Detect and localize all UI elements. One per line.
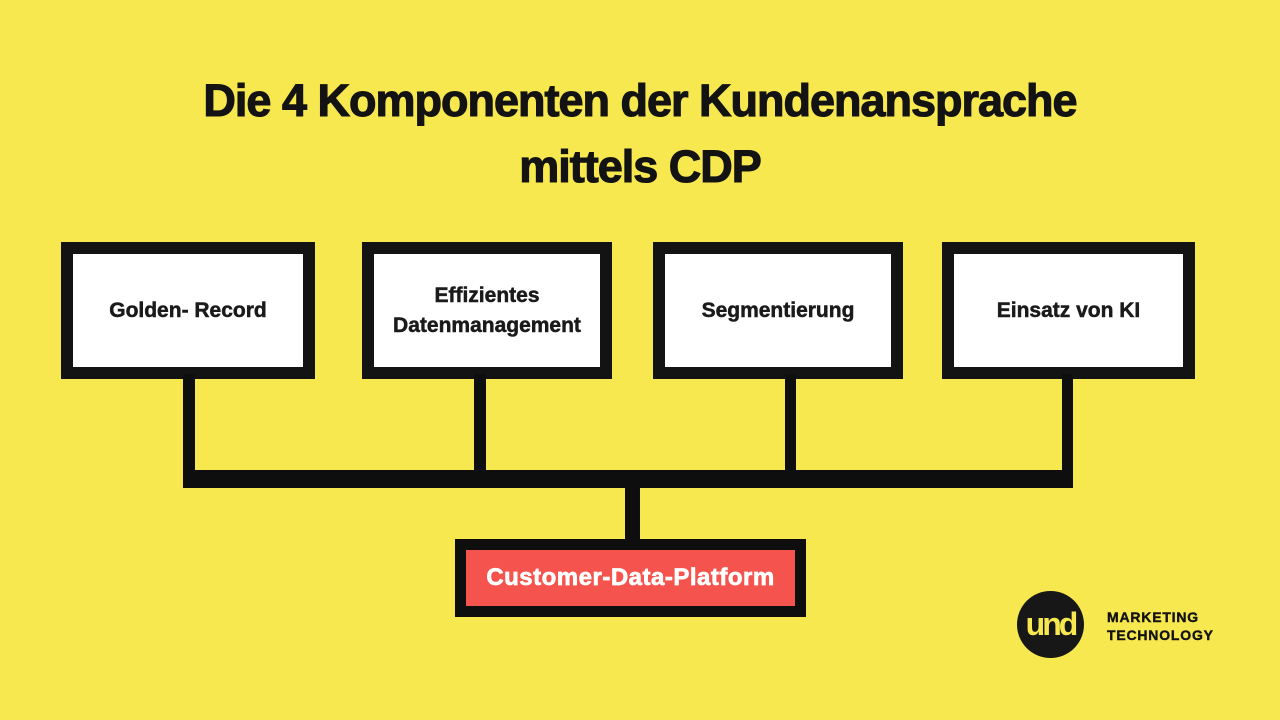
brand-line-2: TECHNOLOGY bbox=[1107, 627, 1214, 643]
component-box-einsatz-von-ki: Einsatz von KI bbox=[942, 242, 1195, 379]
component-label: Golden- Record bbox=[109, 298, 267, 322]
connector-horizontal-bus bbox=[183, 470, 1073, 488]
platform-label: Customer-Data-Platform bbox=[486, 564, 775, 592]
connector-vertical-4 bbox=[1062, 374, 1073, 474]
connector-center-stem bbox=[625, 486, 640, 540]
und-logo-icon: und bbox=[1017, 591, 1084, 658]
component-box-golden-record: Golden- Record bbox=[61, 242, 315, 379]
component-label: Segmentierung bbox=[701, 298, 855, 322]
component-box-datenmanagement: Effizientes Datenmanagement bbox=[362, 242, 612, 379]
page-title: Die 4 Komponenten der Kundenansprache mi… bbox=[0, 68, 1280, 200]
component-label: Einsatz von KI bbox=[996, 298, 1141, 322]
und-logo-word: und bbox=[1025, 605, 1079, 642]
brand-wordmark: MARKETING TECHNOLOGY bbox=[1107, 608, 1214, 644]
component-box-segmentierung: Segmentierung bbox=[653, 242, 903, 379]
component-label: Effizientes Datenmanagement bbox=[393, 283, 581, 337]
connector-vertical-1 bbox=[183, 374, 195, 474]
platform-box-cdp: Customer-Data-Platform bbox=[455, 539, 806, 617]
connector-vertical-3 bbox=[785, 374, 796, 474]
title-line-2: mittels CDP bbox=[519, 140, 763, 192]
title-line-1: Die 4 Komponenten der Kundenansprache bbox=[203, 74, 1078, 126]
connector-vertical-2 bbox=[474, 374, 486, 474]
brand-line-1: MARKETING bbox=[1107, 609, 1199, 625]
